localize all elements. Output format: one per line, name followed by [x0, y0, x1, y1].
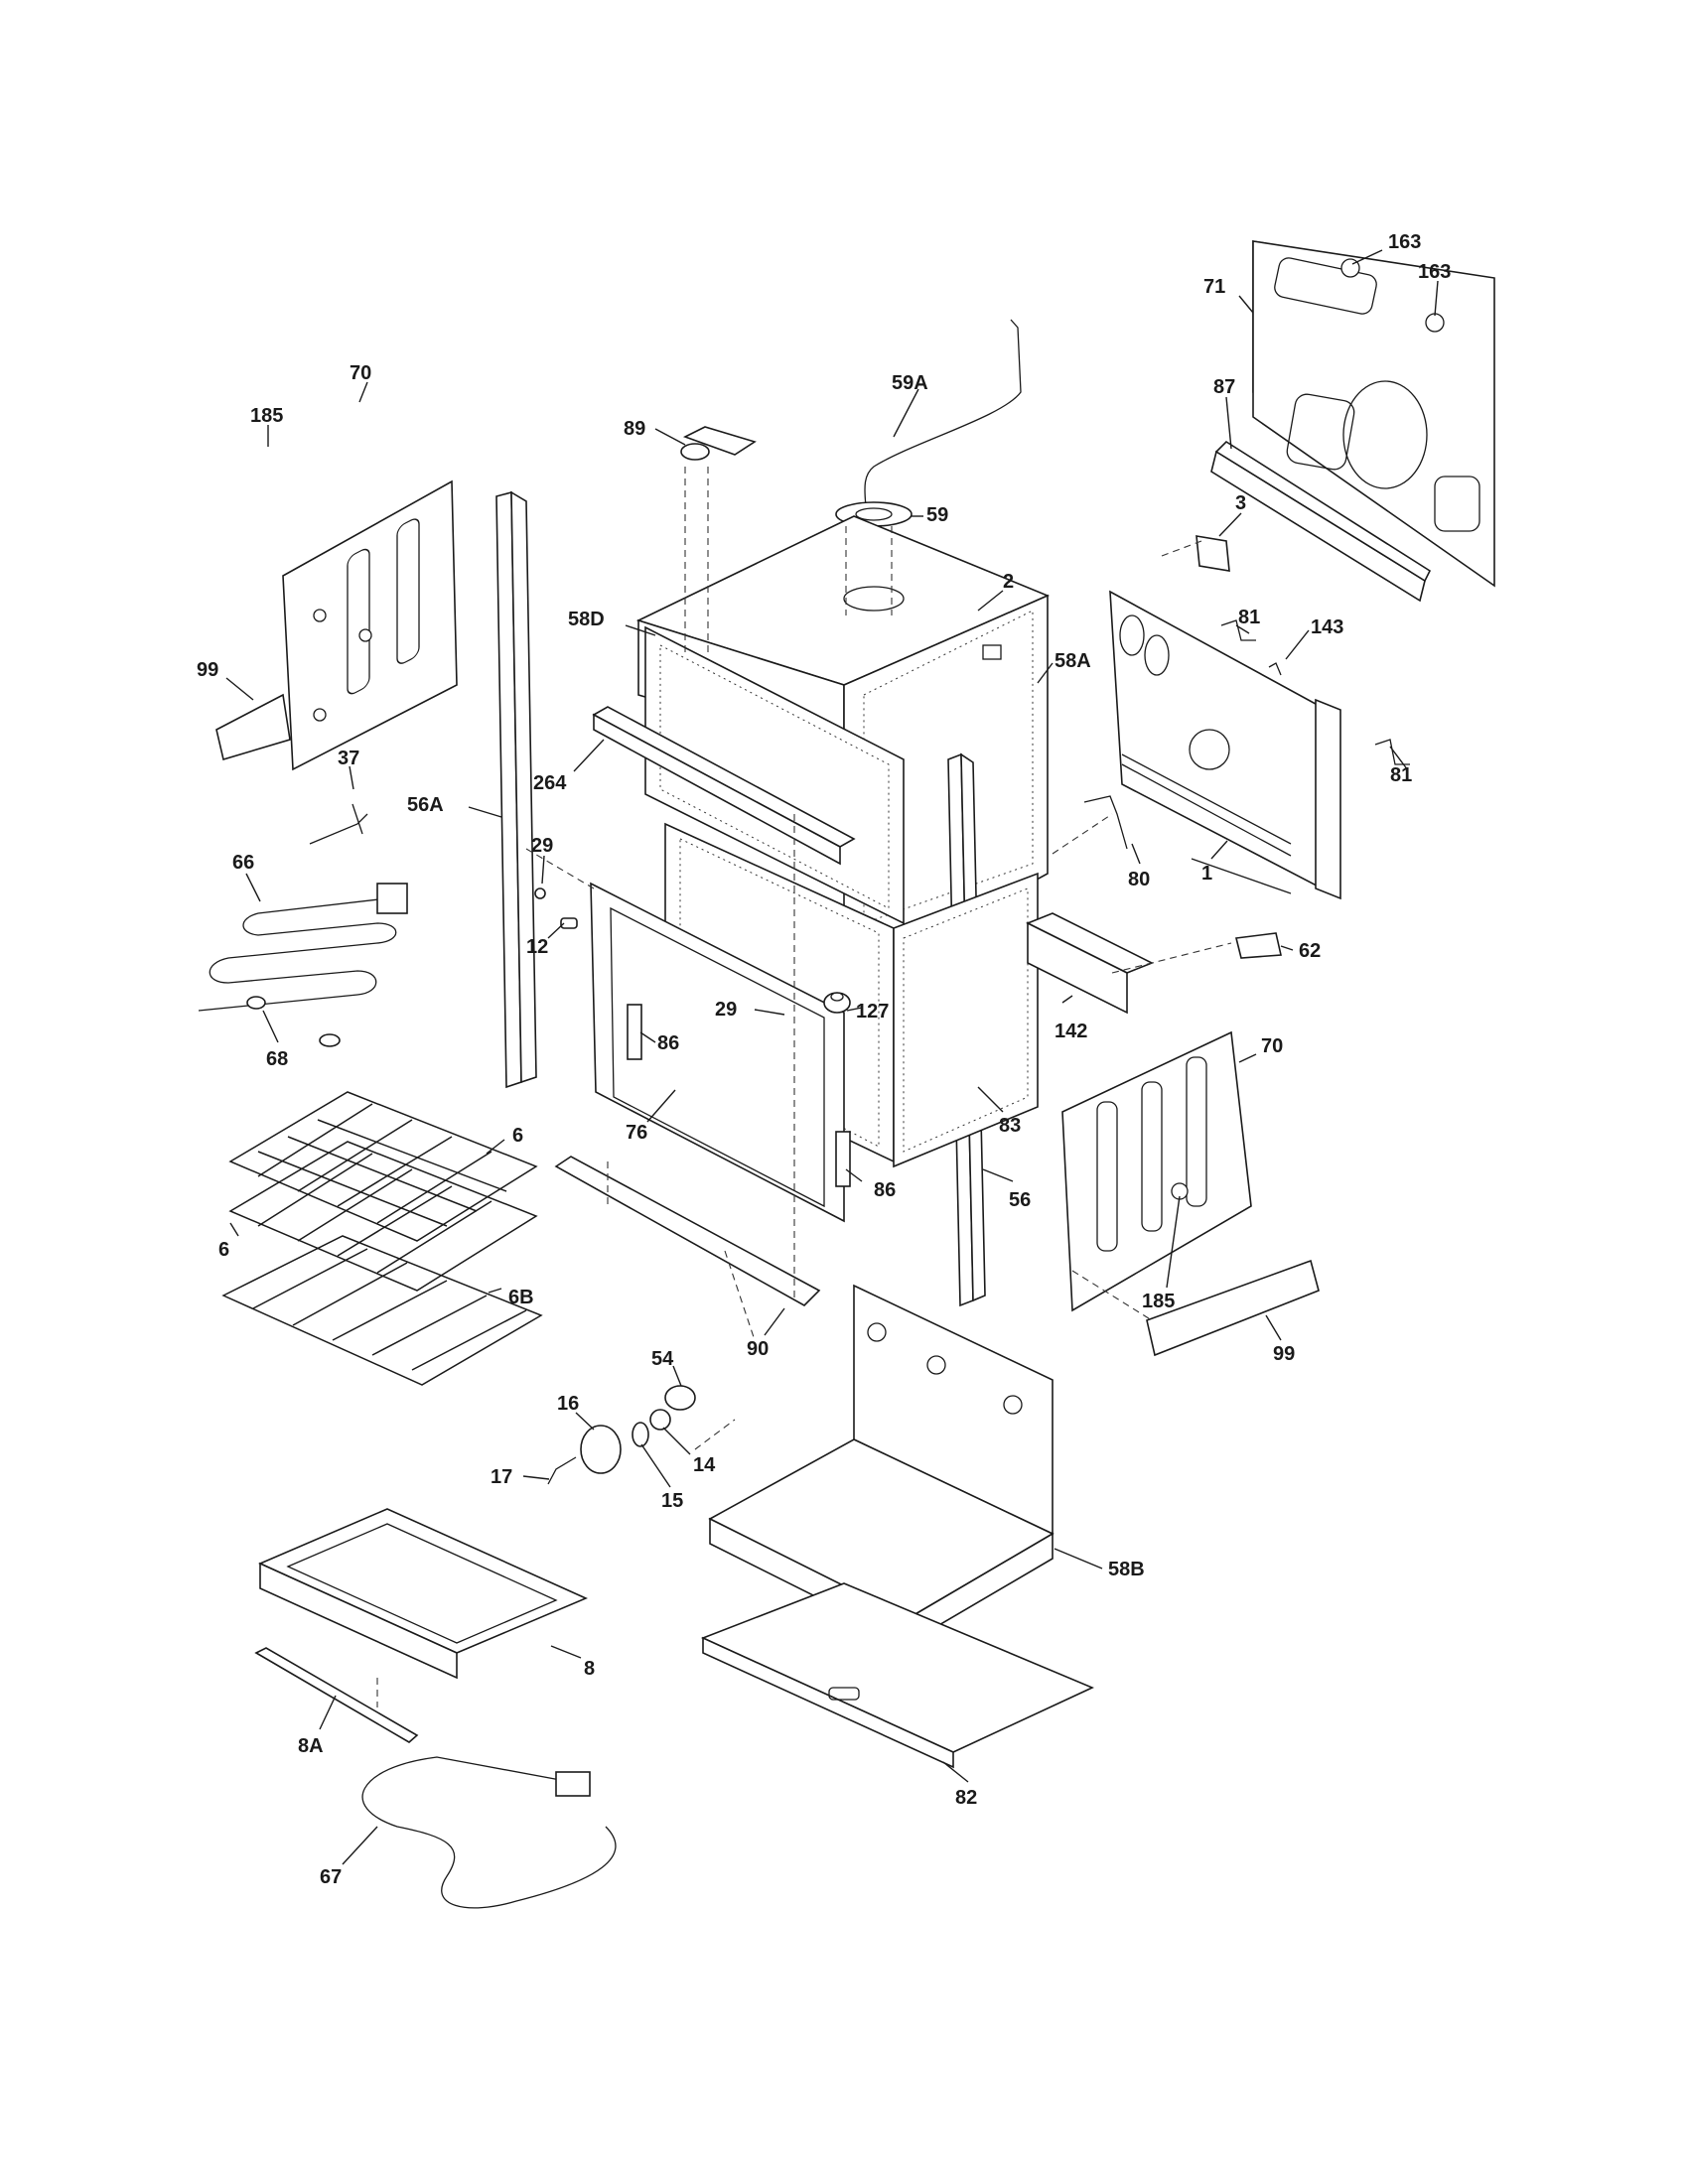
- label-58a: 58A: [1055, 650, 1091, 672]
- label-12: 12: [526, 936, 548, 958]
- label-264: 264: [533, 772, 567, 794]
- label-2: 2: [1003, 571, 1014, 593]
- label-87: 87: [1213, 376, 1235, 398]
- label-70-right: 70: [1261, 1035, 1283, 1057]
- label-80: 80: [1128, 869, 1150, 890]
- terminal-62: [1235, 932, 1282, 959]
- label-81-top: 81: [1238, 607, 1260, 628]
- leader-lines: [225, 249, 1439, 1865]
- panel-1: [1109, 590, 1341, 900]
- label-56: 56: [1009, 1189, 1031, 1211]
- label-66: 66: [232, 852, 254, 874]
- label-127: 127: [856, 1001, 889, 1023]
- part-number-labels: 163 163 71 87 59A 89 59 70 185 3 2 81 14…: [197, 231, 1451, 1888]
- trim-90: [554, 1156, 821, 1306]
- clip-81: [1220, 619, 1410, 765]
- screw-29-12: [534, 887, 578, 929]
- element-67: [361, 1756, 617, 1909]
- panel-8: [258, 1508, 588, 1680]
- rail-99-right: [1146, 1259, 1320, 1357]
- label-68: 68: [266, 1048, 288, 1070]
- label-58d: 58D: [568, 609, 605, 630]
- channel-142: [1026, 912, 1154, 1015]
- bracket-3: [1196, 535, 1230, 572]
- label-8a: 8A: [298, 1735, 324, 1757]
- label-59a: 59A: [892, 372, 928, 394]
- switch-89: [680, 426, 757, 461]
- bracket-68: [246, 996, 341, 1047]
- vent-bar-264: [592, 706, 856, 866]
- label-99-right: 99: [1273, 1343, 1295, 1365]
- tray-82: [700, 1582, 1094, 1769]
- label-37: 37: [338, 748, 359, 769]
- bracket-87: [1210, 440, 1432, 603]
- label-29-lower: 29: [715, 999, 737, 1021]
- light-127: [823, 992, 851, 1014]
- label-82: 82: [955, 1787, 977, 1809]
- hinge-86: [627, 1004, 851, 1187]
- label-163-b: 163: [1418, 261, 1451, 283]
- label-58b: 58B: [1108, 1559, 1145, 1580]
- wire-37: [309, 803, 368, 845]
- label-143: 143: [1311, 616, 1343, 638]
- label-8: 8: [584, 1658, 595, 1680]
- label-142: 142: [1055, 1021, 1087, 1042]
- side-panel-70-left: [282, 479, 458, 771]
- label-99-left: 99: [197, 659, 218, 681]
- label-76: 76: [626, 1122, 647, 1144]
- label-89: 89: [624, 418, 645, 440]
- rail-99-left: [215, 693, 291, 761]
- label-56a: 56A: [407, 794, 444, 816]
- label-83: 83: [999, 1115, 1021, 1137]
- label-29-upper: 29: [531, 835, 553, 857]
- label-81-right: 81: [1390, 764, 1412, 786]
- assembly-lines: [376, 467, 1232, 1707]
- rear-panel-71: [1252, 240, 1495, 588]
- lower-body-83: [893, 872, 1039, 1168]
- label-86-lower: 86: [874, 1179, 896, 1201]
- label-163-a: 163: [1388, 231, 1421, 253]
- label-62: 62: [1299, 940, 1321, 962]
- side-rail-56a: [495, 490, 537, 1089]
- rack-6-upper: [228, 1091, 538, 1242]
- clamp-80: [1083, 795, 1128, 850]
- door-frame-76: [590, 882, 845, 1223]
- element-66: [198, 883, 408, 1012]
- label-6-lower: 6: [218, 1239, 229, 1261]
- strip-8a: [254, 1647, 419, 1743]
- label-6b: 6B: [508, 1287, 534, 1308]
- label-70-left: 70: [350, 362, 371, 384]
- label-3: 3: [1235, 492, 1246, 514]
- rack-6b: [221, 1235, 543, 1386]
- label-17: 17: [491, 1466, 512, 1488]
- label-16: 16: [557, 1393, 579, 1415]
- light-assembly: [547, 1385, 696, 1485]
- label-1: 1: [1201, 863, 1212, 885]
- label-59: 59: [926, 504, 948, 526]
- tube-59a: [864, 319, 1022, 507]
- label-14: 14: [693, 1454, 716, 1476]
- label-67: 67: [320, 1866, 342, 1888]
- label-6-upper: 6: [512, 1125, 523, 1147]
- side-panel-70-right: [1061, 1030, 1252, 1312]
- label-71: 71: [1203, 276, 1225, 298]
- label-90: 90: [747, 1338, 769, 1360]
- label-54: 54: [651, 1348, 674, 1370]
- rack-6-lower: [228, 1141, 538, 1292]
- screw-143: [1268, 662, 1282, 676]
- label-86-upper: 86: [657, 1032, 679, 1054]
- label-15: 15: [661, 1490, 683, 1512]
- label-185-right: 185: [1142, 1291, 1175, 1312]
- label-185-left: 185: [250, 405, 283, 427]
